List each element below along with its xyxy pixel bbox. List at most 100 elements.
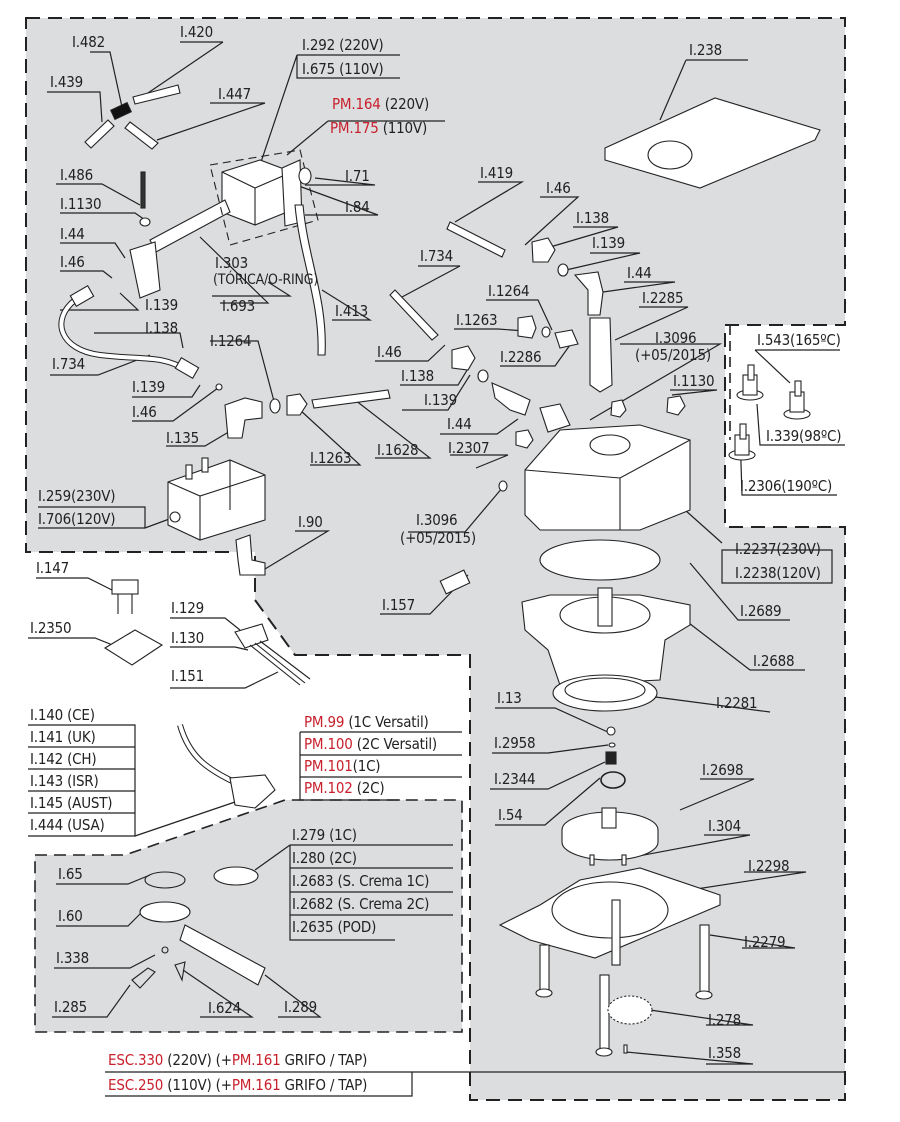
part-label-238: I.238 (689, 41, 723, 59)
leg-2279b (699, 924, 710, 994)
part-label-2698: I.2698 (702, 761, 744, 779)
part-label-46c: I.46 (546, 179, 571, 197)
spring-2344 (605, 751, 617, 765)
part-label-1130a: I.1130 (60, 195, 102, 213)
nut-1263a (286, 393, 308, 416)
parts-artwork (58, 84, 821, 1057)
assembly-voltage: (220V) (+ (163, 1051, 232, 1069)
portafilter-panel (34, 799, 463, 1033)
part-label-734a: I.734 (52, 355, 86, 373)
part-code-pm175: PM.175 (330, 119, 379, 137)
part-label-447: I.447 (218, 85, 252, 103)
plug (229, 774, 276, 809)
elbow-135 (224, 397, 263, 439)
gasket-157 (439, 569, 471, 595)
part-note-pm175: (110V) (378, 119, 428, 137)
part-label-65: I.65 (58, 865, 83, 883)
tap-code: PM.161 (231, 1051, 281, 1069)
part-label-2307: I.2307 (448, 439, 490, 457)
heater-plate-2689 (539, 539, 661, 581)
part-label-419: I.419 (480, 164, 514, 182)
filter-basket (213, 866, 259, 886)
power-cord-item: I.141 (UK) (30, 728, 96, 746)
screw-358 (623, 1044, 628, 1054)
nut-138d (451, 345, 476, 371)
part-label-543: I.543(165ºC) (757, 331, 841, 349)
spring-338 (161, 946, 169, 954)
part-label-693: I.693 (222, 297, 256, 315)
part-label-2689: I.2689 (740, 602, 782, 620)
bracket-44a (129, 241, 161, 299)
ring-139c (557, 263, 569, 277)
part-label-54: I.54 (498, 806, 523, 824)
group-head (524, 424, 691, 531)
tap-note: GRIFO / TAP) (280, 1051, 368, 1069)
part-label-139b: I.139 (132, 378, 166, 396)
oring-54 (600, 771, 626, 789)
portafilter-code-item: PM.99 (1C Versatil) (304, 714, 437, 736)
ball-13 (606, 726, 616, 736)
assembly-label-esc330: ESC.330 (220V) (+PM.161 GRIFO / TAP) (108, 1052, 367, 1069)
leg-2279d (599, 974, 610, 1051)
power-cord-item: I.145 (AUST) (30, 794, 113, 812)
portafilter-code: PM.100 (304, 735, 353, 753)
part-label-44c: I.44 (627, 264, 652, 282)
part-label-2238: I.2238(120V) (735, 564, 821, 582)
part-label-624: I.624 (208, 999, 242, 1017)
part-label-303-note: (TÓRICA/O-RING) (213, 272, 319, 288)
portafilter-note: (1C Versatil) (344, 713, 429, 731)
fitting-2286 (554, 329, 579, 349)
part-label-2306: I.2306(190ºC) (740, 477, 833, 495)
nut-1130c (610, 399, 627, 418)
part-label-439: I.439 (50, 73, 84, 91)
spout-624 (174, 961, 186, 982)
part-label-44a: I.44 (60, 225, 85, 243)
tube-1628 (311, 389, 391, 409)
portafilter-note: (2C Versatil) (352, 735, 437, 753)
oring-3096 (498, 480, 508, 492)
part-label-46b: I.46 (132, 403, 157, 421)
part-label-3096b: I.3096 (416, 511, 458, 529)
part-label-1130b: I.1130 (673, 372, 715, 390)
filter-list: I.279 (1C) I.280 (2C) I.2683 (S. Crema 1… (292, 827, 429, 942)
portafilter-code-item: PM.100 (2C Versatil) (304, 736, 437, 758)
tube-447 (124, 121, 159, 150)
board-2350 (103, 629, 164, 666)
part-label-303: I.303 (215, 254, 249, 272)
leg-2279a (539, 944, 550, 991)
assembly-label-esc250: ESC.250 (110V) (+PM.161 GRIFO / TAP) (108, 1077, 367, 1094)
nut-71 (298, 167, 312, 185)
part-label-675: I.675 (110V) (302, 60, 384, 78)
pin-486 (140, 171, 146, 209)
shower-278 (607, 995, 653, 1025)
part-label-138a: I.138 (145, 319, 179, 337)
part-label-1264b: I.1264 (488, 282, 530, 300)
part-label-135: I.135 (166, 429, 200, 447)
part-label-138c: I.138 (576, 209, 610, 227)
filter-item: I.279 (1C) (292, 826, 357, 844)
tube-420 (132, 84, 181, 105)
power-cord-item: I.444 (USA) (30, 816, 105, 834)
part-label-13: I.13 (497, 689, 522, 707)
part-label-292: I.292 (220V) (302, 36, 384, 54)
filter-item: I.2635 (POD) (292, 918, 377, 936)
filter-item: I.2682 (S. Crema 2C) (292, 895, 430, 913)
part-label-2344: I.2344 (494, 770, 536, 788)
part-label-pm175: PM.175 (110V) (330, 120, 427, 137)
part-label-60: I.60 (58, 907, 83, 925)
part-note-pm164: (220V) (380, 95, 430, 113)
part-label-151: I.151 (171, 667, 205, 685)
part-label-2350: I.2350 (30, 619, 72, 637)
fitting-138a (69, 285, 95, 307)
thermostats (728, 364, 811, 461)
part-label-46d: I.46 (377, 343, 402, 361)
part-label-3096a: I.3096 (655, 329, 697, 347)
portafilter-code-list: PM.99 (1C Versatil) PM.100 (2C Versatil)… (304, 714, 437, 802)
tube-413 (294, 204, 326, 356)
capacitor-147 (111, 579, 139, 595)
fitting-2307 (539, 403, 571, 433)
part-label-138d: I.138 (401, 367, 435, 385)
part-label-2298: I.2298 (748, 857, 790, 875)
